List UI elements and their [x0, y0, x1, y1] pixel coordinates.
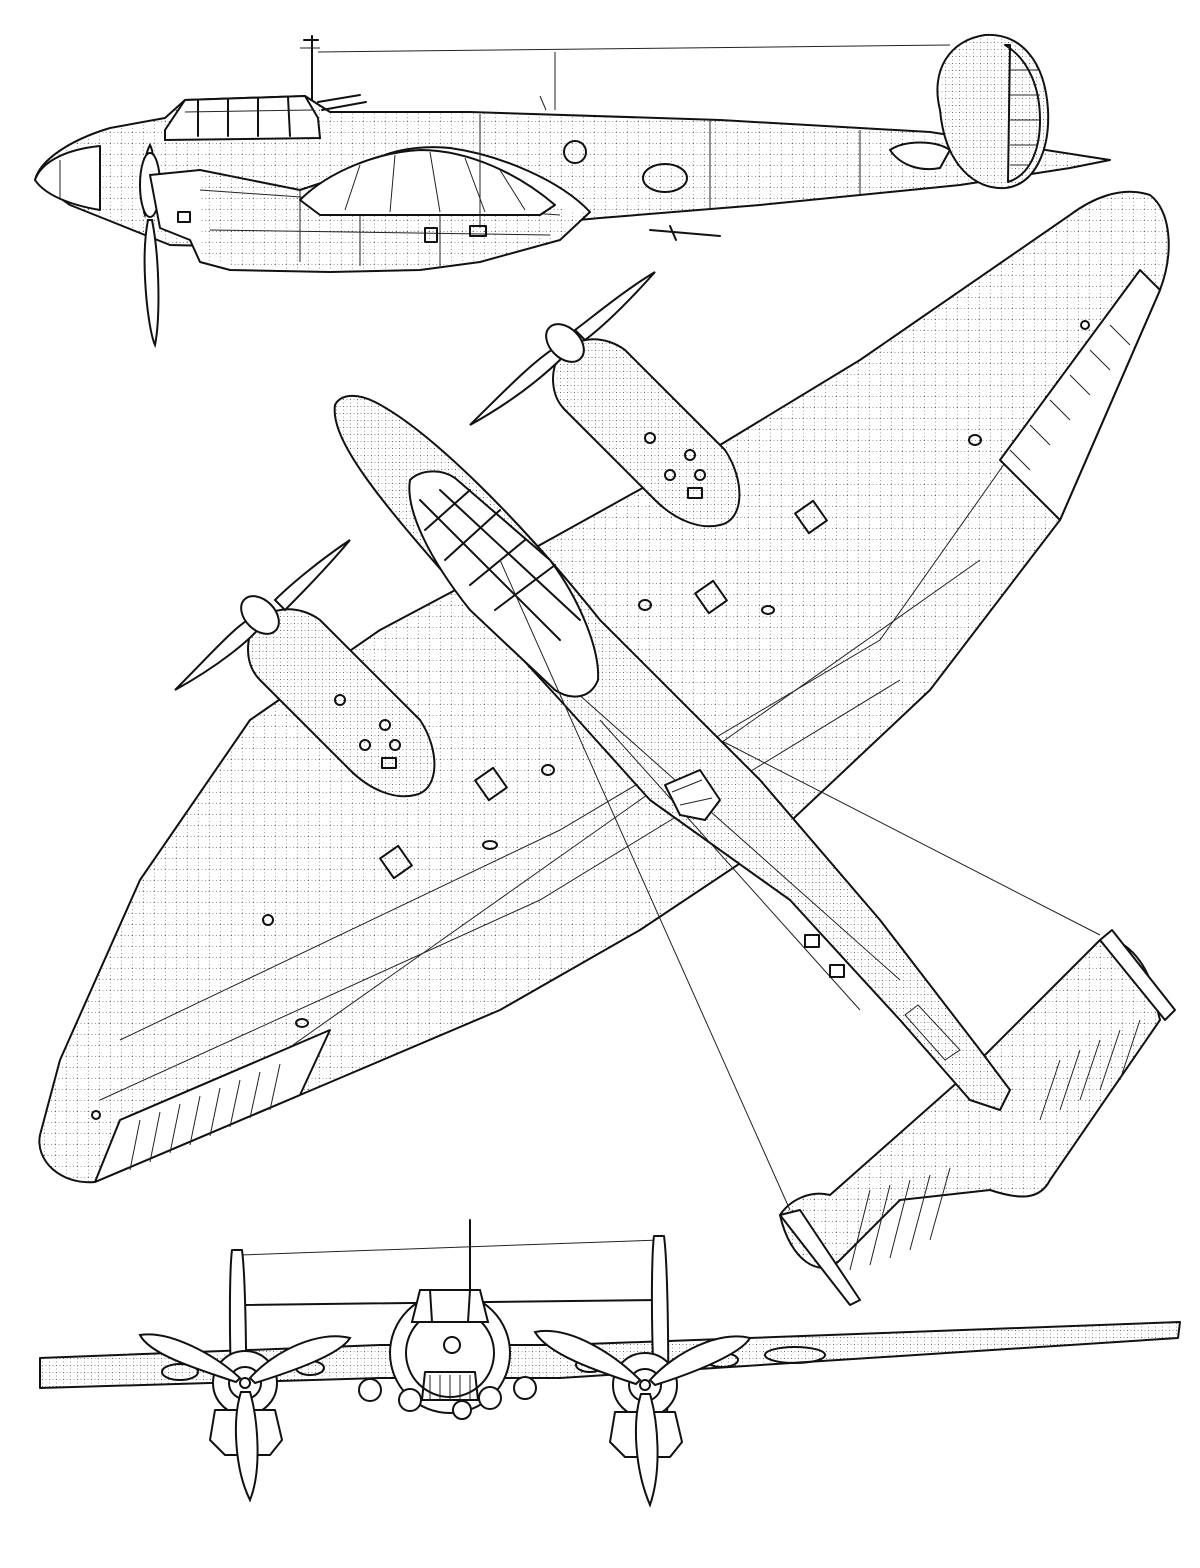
antenna-mast: [300, 35, 951, 101]
top-right-fin: [1099, 929, 1176, 1021]
top-left-nacelle: [247, 608, 436, 798]
side-view: [34, 33, 1111, 349]
top-left-fin: [779, 1209, 861, 1306]
top-wing-hatch: [474, 766, 508, 802]
front-left-prop-blade: [138, 1333, 242, 1384]
top-tailplane: [779, 929, 1176, 1306]
top-left-propeller: [174, 539, 351, 691]
front-view: [39, 1219, 1181, 1508]
side-nose: [34, 145, 101, 211]
top-right-nacelle: [552, 338, 741, 528]
side-vertical-fin: [936, 33, 1050, 190]
top-dorsal-hatch: [664, 769, 721, 821]
top-fuselage: [333, 394, 1011, 1111]
antenna-wire: [499, 559, 791, 1211]
side-window-circle: [563, 140, 587, 164]
front-right-prop-blade: [533, 1329, 642, 1386]
side-ventral-gun: [649, 225, 721, 241]
front-right-engine: [533, 1329, 752, 1508]
front-bombs: [358, 1376, 537, 1420]
top-right-propeller: [469, 271, 656, 426]
side-canopy: [164, 94, 367, 142]
top-right-aileron: [999, 269, 1161, 521]
top-view: [38, 190, 1176, 1306]
front-left-engine: [138, 1333, 352, 1503]
side-vent: [424, 227, 438, 243]
side-cowling-dome: [299, 149, 556, 216]
front-canopy: [410, 1289, 490, 1323]
front-fuselage: [389, 1289, 511, 1414]
